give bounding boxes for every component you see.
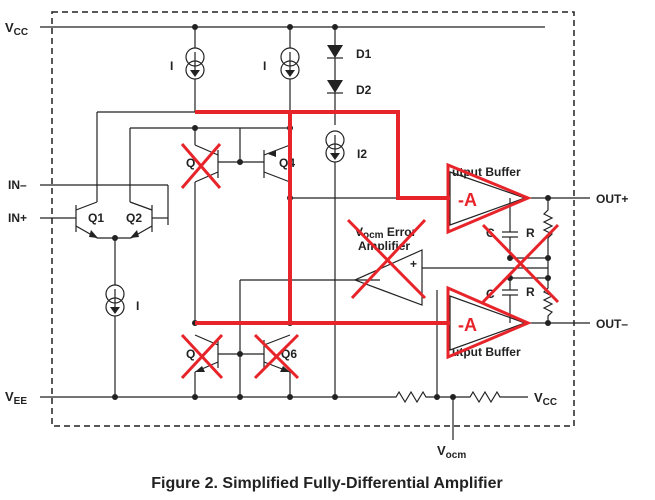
cross-mark-error-amp <box>346 218 427 300</box>
vcc-label: VCC <box>5 20 28 38</box>
diode-d1 <box>327 27 343 59</box>
input-label-in-minus: IN– <box>8 178 27 192</box>
current-source-label-mid: I <box>263 59 266 73</box>
vocm-divider <box>390 290 528 440</box>
transistor-label-q1: Q1 <box>88 211 104 225</box>
transistor-label-q5: Q <box>186 347 195 361</box>
current-source-left-top <box>185 27 205 112</box>
output-buffer-label-top: utput Buffer <box>452 165 521 179</box>
transistor-q4 <box>237 125 293 323</box>
vee-rail <box>40 394 390 400</box>
transistor-q3 <box>192 125 245 323</box>
input-label-in-plus: IN+ <box>8 211 27 225</box>
gain-label-top: -A <box>458 190 477 210</box>
error-amplifier <box>353 249 423 306</box>
current-source-label-i2: I2 <box>357 147 367 161</box>
current-source-i2 <box>325 130 345 397</box>
vee-label: VEE <box>5 389 27 407</box>
current-source-bottom <box>105 284 125 397</box>
chip-boundary <box>51 11 575 427</box>
diode-d2 <box>327 58 343 125</box>
cross-mark-q3 <box>180 143 222 189</box>
output-label-out-plus: OUT+ <box>596 192 628 206</box>
figure-caption: Figure 2. Simplified Fully-Differential … <box>151 475 502 492</box>
transistor-label-q3: Q <box>186 156 195 170</box>
transistor-q1 <box>72 201 98 239</box>
output-label-out-minus: OUT– <box>596 317 628 331</box>
vcc-right-label: VCC <box>534 390 557 408</box>
cross-mark-q5 <box>180 333 224 380</box>
diode-label-d2: D2 <box>356 83 372 97</box>
current-source-label-left: I <box>170 59 173 73</box>
transistor-label-q4: Q4 <box>279 156 295 170</box>
transistor-q2 <box>129 201 168 239</box>
gain-label-bottom: -A <box>458 315 477 335</box>
cross-mark-q6 <box>253 333 300 380</box>
current-source-label-bottom: I <box>136 299 139 313</box>
resistor-label-bottom: R <box>526 285 535 299</box>
red-annotation-overlay <box>195 110 532 360</box>
transistor-label-q6: Q6 <box>281 347 297 361</box>
tail-wiring <box>97 235 131 285</box>
resistor-label-top: R <box>526 226 535 240</box>
transistor-label-q2: Q2 <box>126 211 142 225</box>
cross-mark-rc-network <box>481 223 560 304</box>
current-source-mid-top <box>280 27 300 135</box>
input-wiring <box>40 111 290 225</box>
error-amp-plus: + <box>410 257 417 271</box>
diode-label-d1: D1 <box>356 47 372 61</box>
vcc-rail <box>40 24 545 30</box>
vocm-label: Vocm <box>437 443 466 461</box>
